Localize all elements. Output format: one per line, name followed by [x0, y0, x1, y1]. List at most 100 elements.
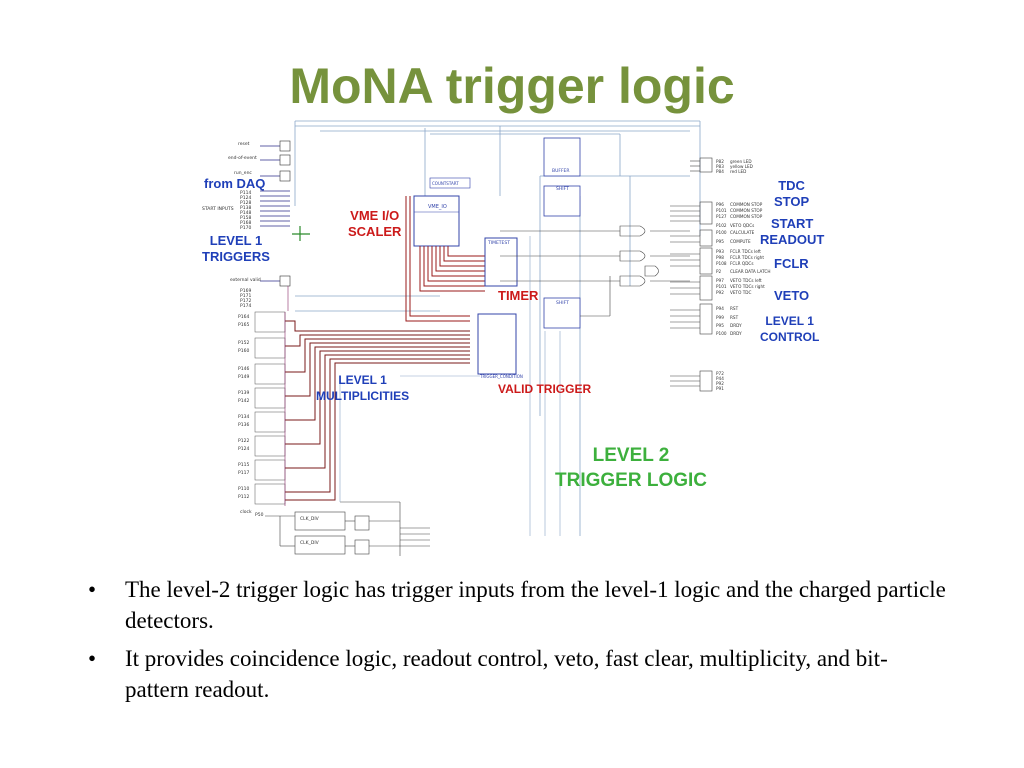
- svg-text:green LED: green LED: [730, 159, 752, 164]
- svg-text:P148: P148: [240, 210, 251, 216]
- svg-text:reset: reset: [238, 141, 250, 147]
- svg-text:TIMETEST: TIMETEST: [487, 240, 510, 246]
- svg-text:P171: P171: [240, 293, 251, 299]
- svg-text:FCLR TDCs left: FCLR TDCs left: [730, 249, 761, 254]
- label-level1-multiplicities: LEVEL 1 MULTIPLICITIES: [316, 373, 410, 403]
- svg-text:VETO TDC: VETO TDC: [730, 290, 751, 295]
- svg-text:P136: P136: [238, 422, 249, 428]
- svg-text:external valid: external valid: [230, 277, 261, 283]
- svg-text:VME_IO: VME_IO: [428, 204, 447, 210]
- svg-text:P72: P72: [716, 371, 724, 376]
- input-connectors: [260, 145, 290, 282]
- bullet-text: The level-2 trigger logic has trigger in…: [125, 577, 946, 633]
- svg-text:P114: P114: [240, 190, 251, 196]
- svg-text:P149: P149: [238, 374, 249, 380]
- svg-text:P139: P139: [238, 390, 249, 396]
- schematic-drawing: reset end-of-event run_enc START INPUTS …: [202, 120, 770, 556]
- svg-text:VETO QDCs: VETO QDCs: [730, 223, 754, 228]
- svg-text:P92: P92: [716, 381, 724, 386]
- svg-text:BUFFER: BUFFER: [552, 168, 570, 174]
- svg-text:P115: P115: [238, 462, 249, 468]
- label-veto: VETO: [774, 288, 810, 303]
- svg-text:P96: P96: [716, 202, 724, 207]
- svg-text:P95: P95: [716, 239, 724, 244]
- svg-text:P124: P124: [240, 195, 251, 201]
- svg-text:P158: P158: [240, 215, 251, 221]
- bullet-list: • The level-2 trigger logic has trigger i…: [88, 574, 948, 712]
- svg-text:end-of-event: end-of-event: [228, 155, 257, 161]
- svg-text:RST: RST: [730, 315, 739, 320]
- svg-text:P146: P146: [238, 366, 249, 372]
- label-timer: TIMER: [498, 288, 539, 303]
- svg-text:P122: P122: [238, 438, 249, 444]
- svg-text:P128: P128: [240, 200, 251, 206]
- bullet-text: It provides coincidence logic, readout c…: [125, 646, 888, 702]
- svg-text:P93: P93: [716, 249, 724, 254]
- svg-text:P99: P99: [716, 315, 724, 320]
- svg-text:P172: P172: [240, 298, 251, 304]
- trigger-logic-schematic: reset end-of-event run_enc START INPUTS …: [200, 116, 852, 558]
- svg-text:P164: P164: [238, 314, 249, 320]
- svg-text:P100: P100: [716, 230, 727, 235]
- svg-text:CLK_DIV: CLK_DIV: [300, 540, 320, 546]
- svg-text:P91: P91: [716, 386, 724, 391]
- svg-text:P174: P174: [240, 303, 251, 309]
- svg-text:P95: P95: [716, 323, 724, 328]
- svg-text:RST: RST: [730, 306, 739, 311]
- svg-text:P50: P50: [255, 512, 264, 518]
- svg-text:P108: P108: [716, 261, 727, 266]
- valid-trigger-block: TRIGGER_CONDITION: [477, 313, 523, 379]
- label-fclr: FCLR: [774, 256, 809, 271]
- label-tdc-stop: TDC STOP: [774, 178, 810, 209]
- svg-text:P165: P165: [238, 322, 249, 328]
- right-logic-gates: [500, 225, 690, 317]
- svg-text:P97: P97: [716, 278, 724, 283]
- svg-text:DRDY: DRDY: [730, 323, 742, 328]
- buffer-shift-blocks: [543, 137, 581, 329]
- svg-text:P112: P112: [238, 494, 249, 500]
- vme-timer-bus: [405, 196, 485, 322]
- svg-text:P100: P100: [716, 331, 727, 336]
- svg-text:P169: P169: [240, 288, 251, 294]
- svg-text:COMMON STOP: COMMON STOP: [730, 208, 763, 213]
- svg-text:P2: P2: [716, 269, 722, 274]
- label-level1-control: LEVEL 1 CONTROL: [760, 314, 820, 344]
- svg-text:START INPUTS: START INPUTS: [202, 206, 234, 212]
- svg-text:FCLR TDCs right: FCLR TDCs right: [730, 255, 764, 260]
- label-valid-trigger: VALID TRIGGER: [498, 382, 592, 396]
- svg-text:P138: P138: [240, 205, 251, 211]
- output-connectors: [670, 157, 713, 392]
- svg-text:CLK_DIV: CLK_DIV: [300, 516, 320, 522]
- svg-text:SHIFT: SHIFT: [556, 300, 569, 306]
- multiplicity-input-banks: [254, 311, 286, 505]
- svg-text:P84: P84: [716, 169, 724, 174]
- svg-text:P98: P98: [716, 255, 724, 260]
- svg-text:TRIGGER_CONDITION: TRIGGER_CONDITION: [479, 374, 523, 379]
- svg-text:P152: P152: [238, 340, 249, 346]
- svg-text:P101: P101: [716, 208, 727, 213]
- svg-text:P117: P117: [238, 470, 249, 476]
- svg-text:P92: P92: [716, 290, 724, 295]
- svg-text:clock: clock: [240, 509, 252, 515]
- svg-text:P94: P94: [716, 306, 724, 311]
- svg-text:P127: P127: [716, 214, 727, 219]
- svg-text:red LED: red LED: [730, 169, 746, 174]
- label-from-daq: from DAQ: [204, 176, 266, 191]
- label-vme-io-scaler: VME I/O SCALER: [348, 208, 402, 239]
- svg-text:P102: P102: [716, 223, 727, 228]
- svg-text:CLEAR DATA LATCH: CLEAR DATA LATCH: [730, 269, 770, 274]
- bullet-item: •The level-2 trigger logic has trigger i…: [88, 574, 948, 636]
- svg-text:P142: P142: [238, 398, 249, 404]
- svg-text:P168: P168: [240, 220, 251, 226]
- svg-text:run_enc: run_enc: [234, 170, 252, 176]
- svg-text:P83: P83: [716, 164, 724, 169]
- svg-text:FCLR QDCs: FCLR QDCs: [730, 261, 754, 266]
- clock-divider-blocks: [265, 501, 430, 556]
- svg-text:VETO TDCs right: VETO TDCs right: [730, 284, 765, 289]
- svg-text:COUNTSTART: COUNTSTART: [432, 181, 459, 186]
- svg-text:DRDY: DRDY: [730, 331, 742, 336]
- svg-text:P44: P44: [716, 376, 724, 381]
- bullet-dot: •: [88, 646, 97, 671]
- label-start-readout: START READOUT: [760, 216, 825, 247]
- svg-text:P170: P170: [240, 225, 251, 231]
